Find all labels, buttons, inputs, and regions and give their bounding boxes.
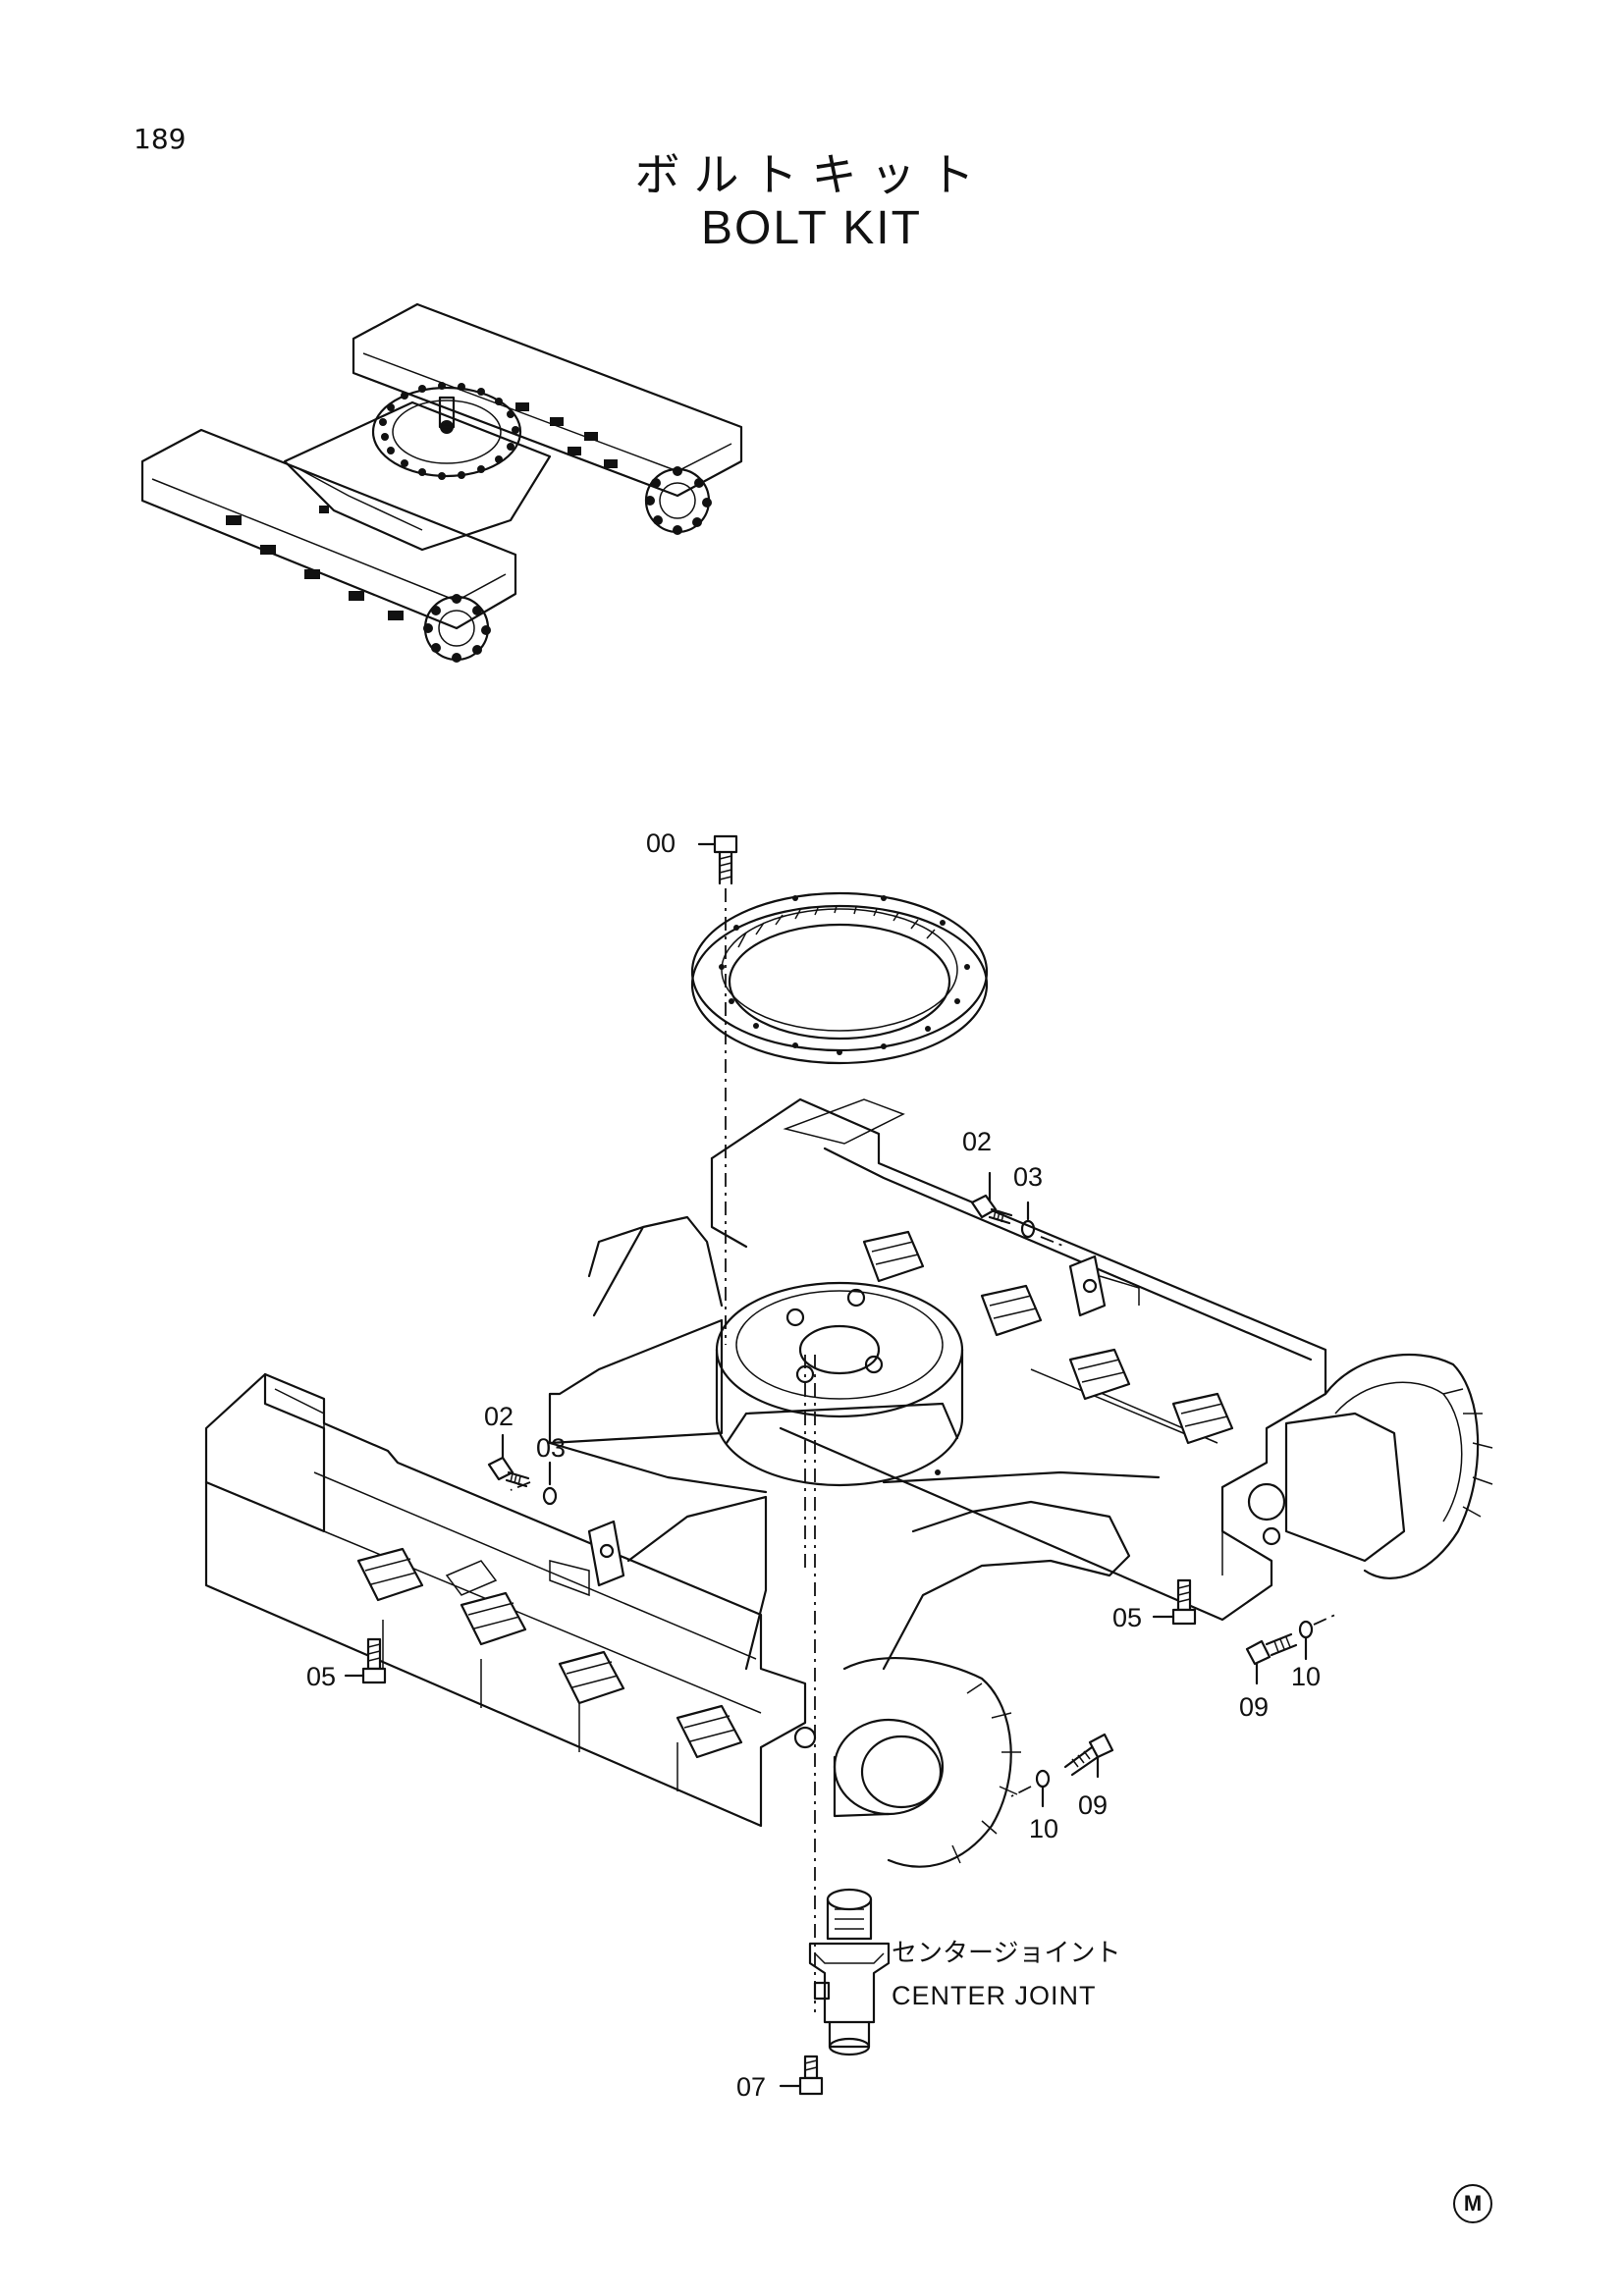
title-japanese: ボルトキット: [634, 148, 989, 201]
callout-00: 00: [646, 828, 676, 858]
caption-center-joint-en: CENTER JOINT: [892, 1981, 1097, 2010]
callout-02-lower: 02: [484, 1402, 514, 1431]
callout-07: 07: [736, 2072, 766, 2102]
page-number: 189: [134, 123, 187, 155]
bolt-02-upper: [970, 1171, 1066, 1248]
bolt-05-left: [344, 1637, 387, 1684]
brand-mark: M: [1453, 2184, 1492, 2223]
front-sprocket: [793, 1656, 1021, 1868]
front-track-frame: [204, 1372, 807, 1828]
bolt-07: [779, 2055, 824, 2096]
rollers-rear: [862, 1230, 1234, 1445]
center-frame: [548, 1215, 1161, 1671]
bolt-09-left: [1010, 1733, 1114, 1808]
rear-sprocket: [1247, 1353, 1493, 1579]
swing-bearing: [690, 891, 989, 1065]
callout-05-left: 05: [306, 1662, 336, 1691]
caption-center-joint-jp: センタージョイント: [892, 1939, 1120, 1968]
callout-03-lower: 03: [536, 1433, 566, 1463]
callout-09-left: 09: [1078, 1790, 1108, 1820]
callout-10-left: 10: [1029, 1814, 1058, 1843]
callout-10-right: 10: [1291, 1662, 1321, 1691]
callout-02-upper: 02: [962, 1127, 992, 1156]
bolt-02-lower: [487, 1433, 558, 1506]
rollers-front: [356, 1520, 743, 1759]
title-english: BOLT KIT: [701, 202, 922, 254]
bolt-05-right: [1152, 1578, 1197, 1626]
bolt-09-right: [1245, 1614, 1336, 1685]
callout-05-right: 05: [1112, 1603, 1142, 1632]
callout-labels: 00 02 03 02 03 05 05 09 10 10 09 07: [306, 828, 1321, 2102]
rear-track-frame: [710, 1097, 1327, 1622]
bolt-00: [697, 834, 738, 885]
center-joint: [808, 1888, 891, 2056]
callout-03-upper: 03: [1013, 1162, 1043, 1192]
overview-undercarriage: [140, 302, 743, 663]
callout-09-right: 09: [1239, 1692, 1269, 1722]
main-undercarriage: [204, 834, 1493, 2096]
